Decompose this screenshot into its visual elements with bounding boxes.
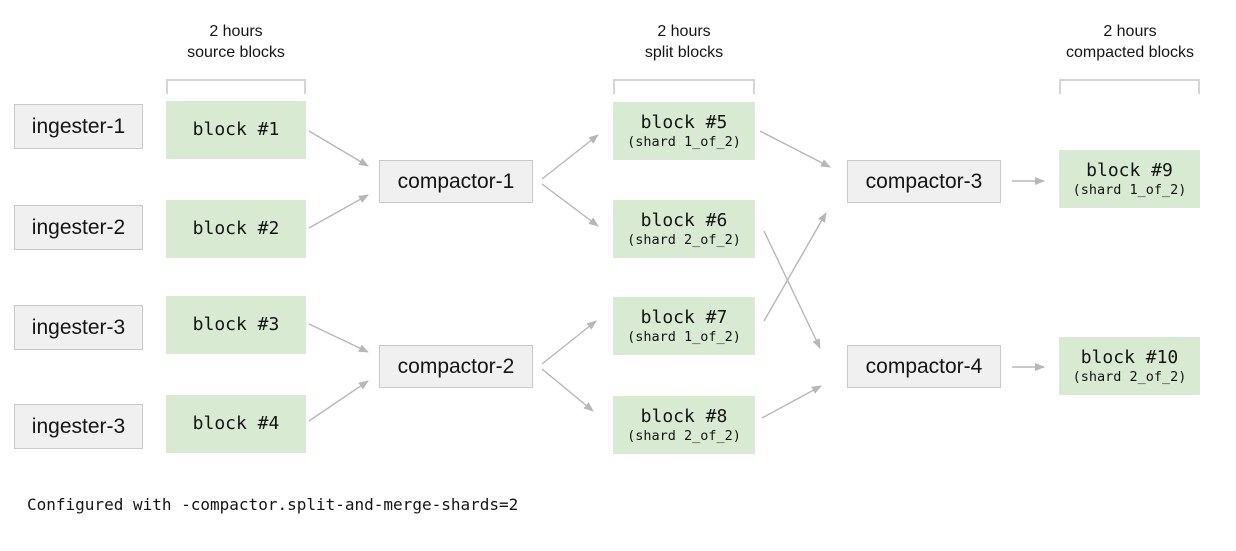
column-header-label: source blocks [187, 44, 285, 61]
arrow-compactor2-to-block7 [541, 320, 597, 365]
column-header-duration: 2 hours [209, 23, 263, 40]
block-shard-label: (shard 2_of_2) [1072, 368, 1187, 385]
compactor-4-node: compactor-4 [847, 345, 1001, 388]
block-label: block #6 [640, 209, 728, 231]
block-label: block #7 [640, 306, 728, 328]
block-label: block #3 [192, 314, 280, 335]
ingester-label: ingester-2 [31, 215, 126, 239]
arrow-compactor1-to-block6 [541, 183, 599, 227]
block-1: block #1 [166, 101, 306, 159]
arrow-block7-to-compactor3 [763, 212, 827, 322]
block-8: block #8 (shard 2_of_2) [613, 396, 755, 454]
block-label: block #5 [640, 111, 728, 133]
block-label: block #10 [1080, 346, 1179, 368]
block-6: block #6 (shard 2_of_2) [613, 200, 755, 258]
block-label: block #9 [1086, 159, 1173, 181]
column-header-duration: 2 hours [657, 23, 711, 40]
block-shard-label: (shard 1_of_2) [1072, 181, 1187, 198]
block-10: block #10 (shard 2_of_2) [1059, 337, 1200, 395]
block-label: block #2 [192, 218, 280, 239]
block-shard-label: (shard 2_of_2) [627, 427, 741, 444]
compactor-label: compactor-4 [865, 354, 983, 378]
block-3: block #3 [166, 296, 306, 354]
arrow-block3-to-compactor2 [308, 323, 369, 353]
arrow-block4-to-compactor2 [308, 380, 369, 422]
block-4: block #4 [166, 395, 306, 453]
source-blocks-span-bracket [166, 79, 306, 94]
ingester-label: ingester-1 [31, 114, 126, 138]
compactor-1-node: compactor-1 [379, 160, 533, 203]
block-7: block #7 (shard 1_of_2) [613, 297, 755, 355]
column-header-split-blocks: 2 hours split blocks [604, 21, 764, 63]
arrow-block6-to-compactor4 [763, 230, 821, 349]
block-label: block #4 [192, 413, 280, 434]
column-header-label: split blocks [644, 44, 724, 61]
block-2: block #2 [166, 200, 306, 258]
block-shard-label: (shard 2_of_2) [627, 231, 741, 248]
arrow-block8-to-compactor4 [761, 385, 822, 419]
column-header-duration: 2 hours [1103, 23, 1157, 40]
configuration-caption: Configured with -compactor.split-and-mer… [27, 495, 519, 514]
column-header-label: compacted blocks [1065, 44, 1195, 61]
ingester-label: ingester-3 [31, 414, 126, 438]
ingester-1-node: ingester-1 [14, 104, 143, 149]
ingester-3b-node: ingester-3 [14, 404, 143, 449]
arrow-block5-to-compactor3 [759, 130, 831, 168]
arrow-block2-to-compactor1 [308, 194, 369, 229]
split-blocks-span-bracket [613, 79, 755, 94]
block-label: block #1 [192, 119, 280, 140]
ingester-label: ingester-3 [31, 315, 126, 339]
column-header-compacted-blocks: 2 hours compacted blocks [1040, 21, 1220, 63]
compactor-label: compactor-2 [397, 354, 515, 378]
block-shard-label: (shard 1_of_2) [627, 328, 741, 345]
compactor-label: compactor-1 [397, 169, 515, 193]
arrow-block1-to-compactor1 [308, 130, 369, 167]
ingester-3-node: ingester-3 [14, 305, 143, 350]
block-9: block #9 (shard 1_of_2) [1059, 150, 1200, 208]
block-shard-label: (shard 1_of_2) [627, 133, 741, 150]
arrow-compactor2-to-block8 [541, 368, 594, 412]
block-label: block #8 [640, 405, 728, 427]
column-header-source-blocks: 2 hours source blocks [156, 21, 316, 63]
compactor-label: compactor-3 [865, 169, 983, 193]
compacted-blocks-span-bracket [1059, 79, 1200, 94]
compactor-3-node: compactor-3 [847, 160, 1001, 203]
arrow-compactor1-to-block5 [541, 134, 599, 180]
compactor-2-node: compactor-2 [379, 345, 533, 388]
block-5: block #5 (shard 1_of_2) [613, 102, 755, 160]
ingester-2-node: ingester-2 [14, 205, 143, 250]
